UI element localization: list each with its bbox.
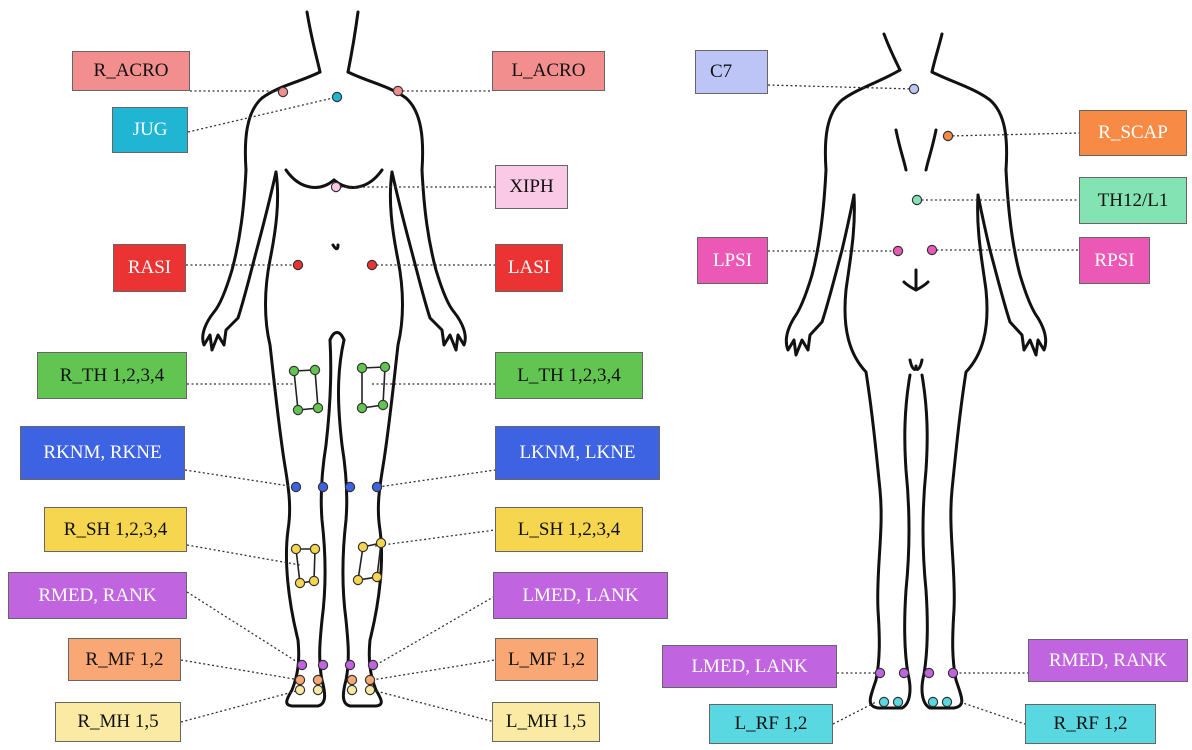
leader-r-rf [960, 702, 1025, 724]
label-r-rf: R_RF 1,2 [1025, 704, 1156, 744]
jug-marker [332, 92, 341, 101]
label-rpsi: RPSI [1079, 237, 1150, 284]
label-l-th: L_TH 1,2,3,4 [495, 352, 643, 399]
label-back-r-ankle: RMED, RANK [1028, 639, 1188, 682]
leader-r-sh [187, 545, 300, 565]
label-jug: JUG [112, 107, 188, 153]
r-th-marker-1 [289, 366, 298, 375]
back-lank-marker [899, 668, 908, 677]
leader-l-sh [375, 530, 495, 546]
label-lpsi: LPSI [697, 237, 768, 284]
l-sh-marker-1 [358, 542, 367, 551]
label-c7: C7 [695, 50, 768, 94]
leader-r-knee [185, 470, 296, 487]
rknm-marker [291, 482, 300, 491]
front-body-outline [203, 12, 466, 706]
c7-marker [909, 84, 918, 93]
leader-l-mh [372, 690, 495, 722]
label-xiph: XIPH [495, 165, 568, 209]
r-sh-marker-3 [309, 576, 318, 585]
r-sh-marker-4 [295, 578, 304, 587]
l-sh-marker-4 [353, 575, 362, 584]
rank-marker [318, 660, 327, 669]
xiph-marker [331, 182, 340, 191]
label-r-th: R_TH 1,2,3,4 [37, 352, 187, 399]
rkne-marker [318, 482, 327, 491]
l-rf-marker-2 [893, 697, 902, 706]
label-back-l-ankle: LMED, LANK [662, 645, 837, 688]
lmed-marker [345, 660, 354, 669]
label-l-ankle: LMED, LANK [493, 572, 668, 619]
lasi-marker [367, 260, 376, 269]
label-lasi: LASI [495, 244, 563, 292]
r-th-cluster [294, 370, 318, 410]
l-acro-marker [393, 86, 402, 95]
label-th12: TH12/L1 [1079, 177, 1187, 224]
back-lmed-marker [875, 668, 884, 677]
leader-r-ankle [187, 592, 302, 665]
label-r-mf: R_MF 1,2 [68, 638, 181, 681]
l-th-marker-1 [357, 363, 366, 372]
r-sh-marker-1 [291, 544, 300, 553]
r-mf-marker-1 [295, 675, 304, 684]
back-rmed-marker [924, 668, 933, 677]
r-th-marker-3 [313, 403, 322, 412]
label-r-scap: R_SCAP [1079, 110, 1187, 156]
rmed-marker [297, 660, 306, 669]
l-th-marker-2 [380, 362, 389, 371]
label-r-mh: R_MH 1,5 [55, 702, 181, 742]
label-r-acro: R_ACRO [72, 51, 190, 91]
lank-marker [368, 660, 377, 669]
label-l-mh: L_MH 1,5 [492, 702, 600, 742]
l-sh-marker-2 [376, 538, 385, 547]
leader-l-ankle [376, 596, 495, 665]
leader-jug [188, 97, 337, 132]
r-rf-marker-1 [928, 697, 937, 706]
leader-r-mf [181, 660, 300, 680]
label-l-sh: L_SH 1,2,3,4 [495, 507, 643, 552]
rasi-marker [293, 260, 302, 269]
l-mf-marker-1 [347, 675, 356, 684]
l-rf-marker-1 [879, 697, 888, 706]
r-sh-marker-2 [310, 544, 319, 553]
rpsi-marker [927, 245, 936, 254]
r-scap-marker [943, 131, 952, 140]
r-acro-marker [278, 87, 287, 96]
r-mf-marker-2 [313, 675, 322, 684]
th12-marker [912, 195, 921, 204]
label-rasi: RASI [113, 244, 186, 292]
r-th-marker-2 [310, 365, 319, 374]
r-th-marker-4 [293, 405, 302, 414]
label-r-knee: RKNM, RKNE [20, 426, 185, 480]
l-sh-marker-3 [372, 572, 381, 581]
label-r-sh: R_SH 1,2,3,4 [44, 507, 187, 552]
l-th-marker-3 [378, 400, 387, 409]
label-l-knee: LKNM, LKNE [495, 426, 660, 480]
label-r-ankle: RMED, RANK [8, 572, 187, 619]
label-l-rf: L_RF 1,2 [709, 704, 833, 744]
leader-r-mh [181, 690, 300, 722]
lknm-marker [345, 482, 354, 491]
r-rf-marker-2 [942, 697, 951, 706]
l-mf-marker-2 [365, 675, 374, 684]
leader-l-mf [372, 660, 495, 680]
label-l-mf: L_MF 1,2 [495, 638, 598, 681]
lkne-marker [372, 482, 381, 491]
l-mh-marker-2 [365, 685, 374, 694]
r-mh-marker-1 [295, 685, 304, 694]
leader-l-rf [833, 702, 876, 724]
l-mh-marker-1 [347, 685, 356, 694]
label-l-acro: L_ACRO [492, 51, 605, 91]
back-rank-marker [948, 668, 957, 677]
lpsi-marker [893, 246, 902, 255]
l-th-marker-4 [357, 403, 366, 412]
r-mh-marker-2 [313, 685, 322, 694]
leader-r-scap [948, 133, 1079, 136]
leader-c7 [768, 85, 914, 89]
leader-l-knee [378, 470, 495, 487]
